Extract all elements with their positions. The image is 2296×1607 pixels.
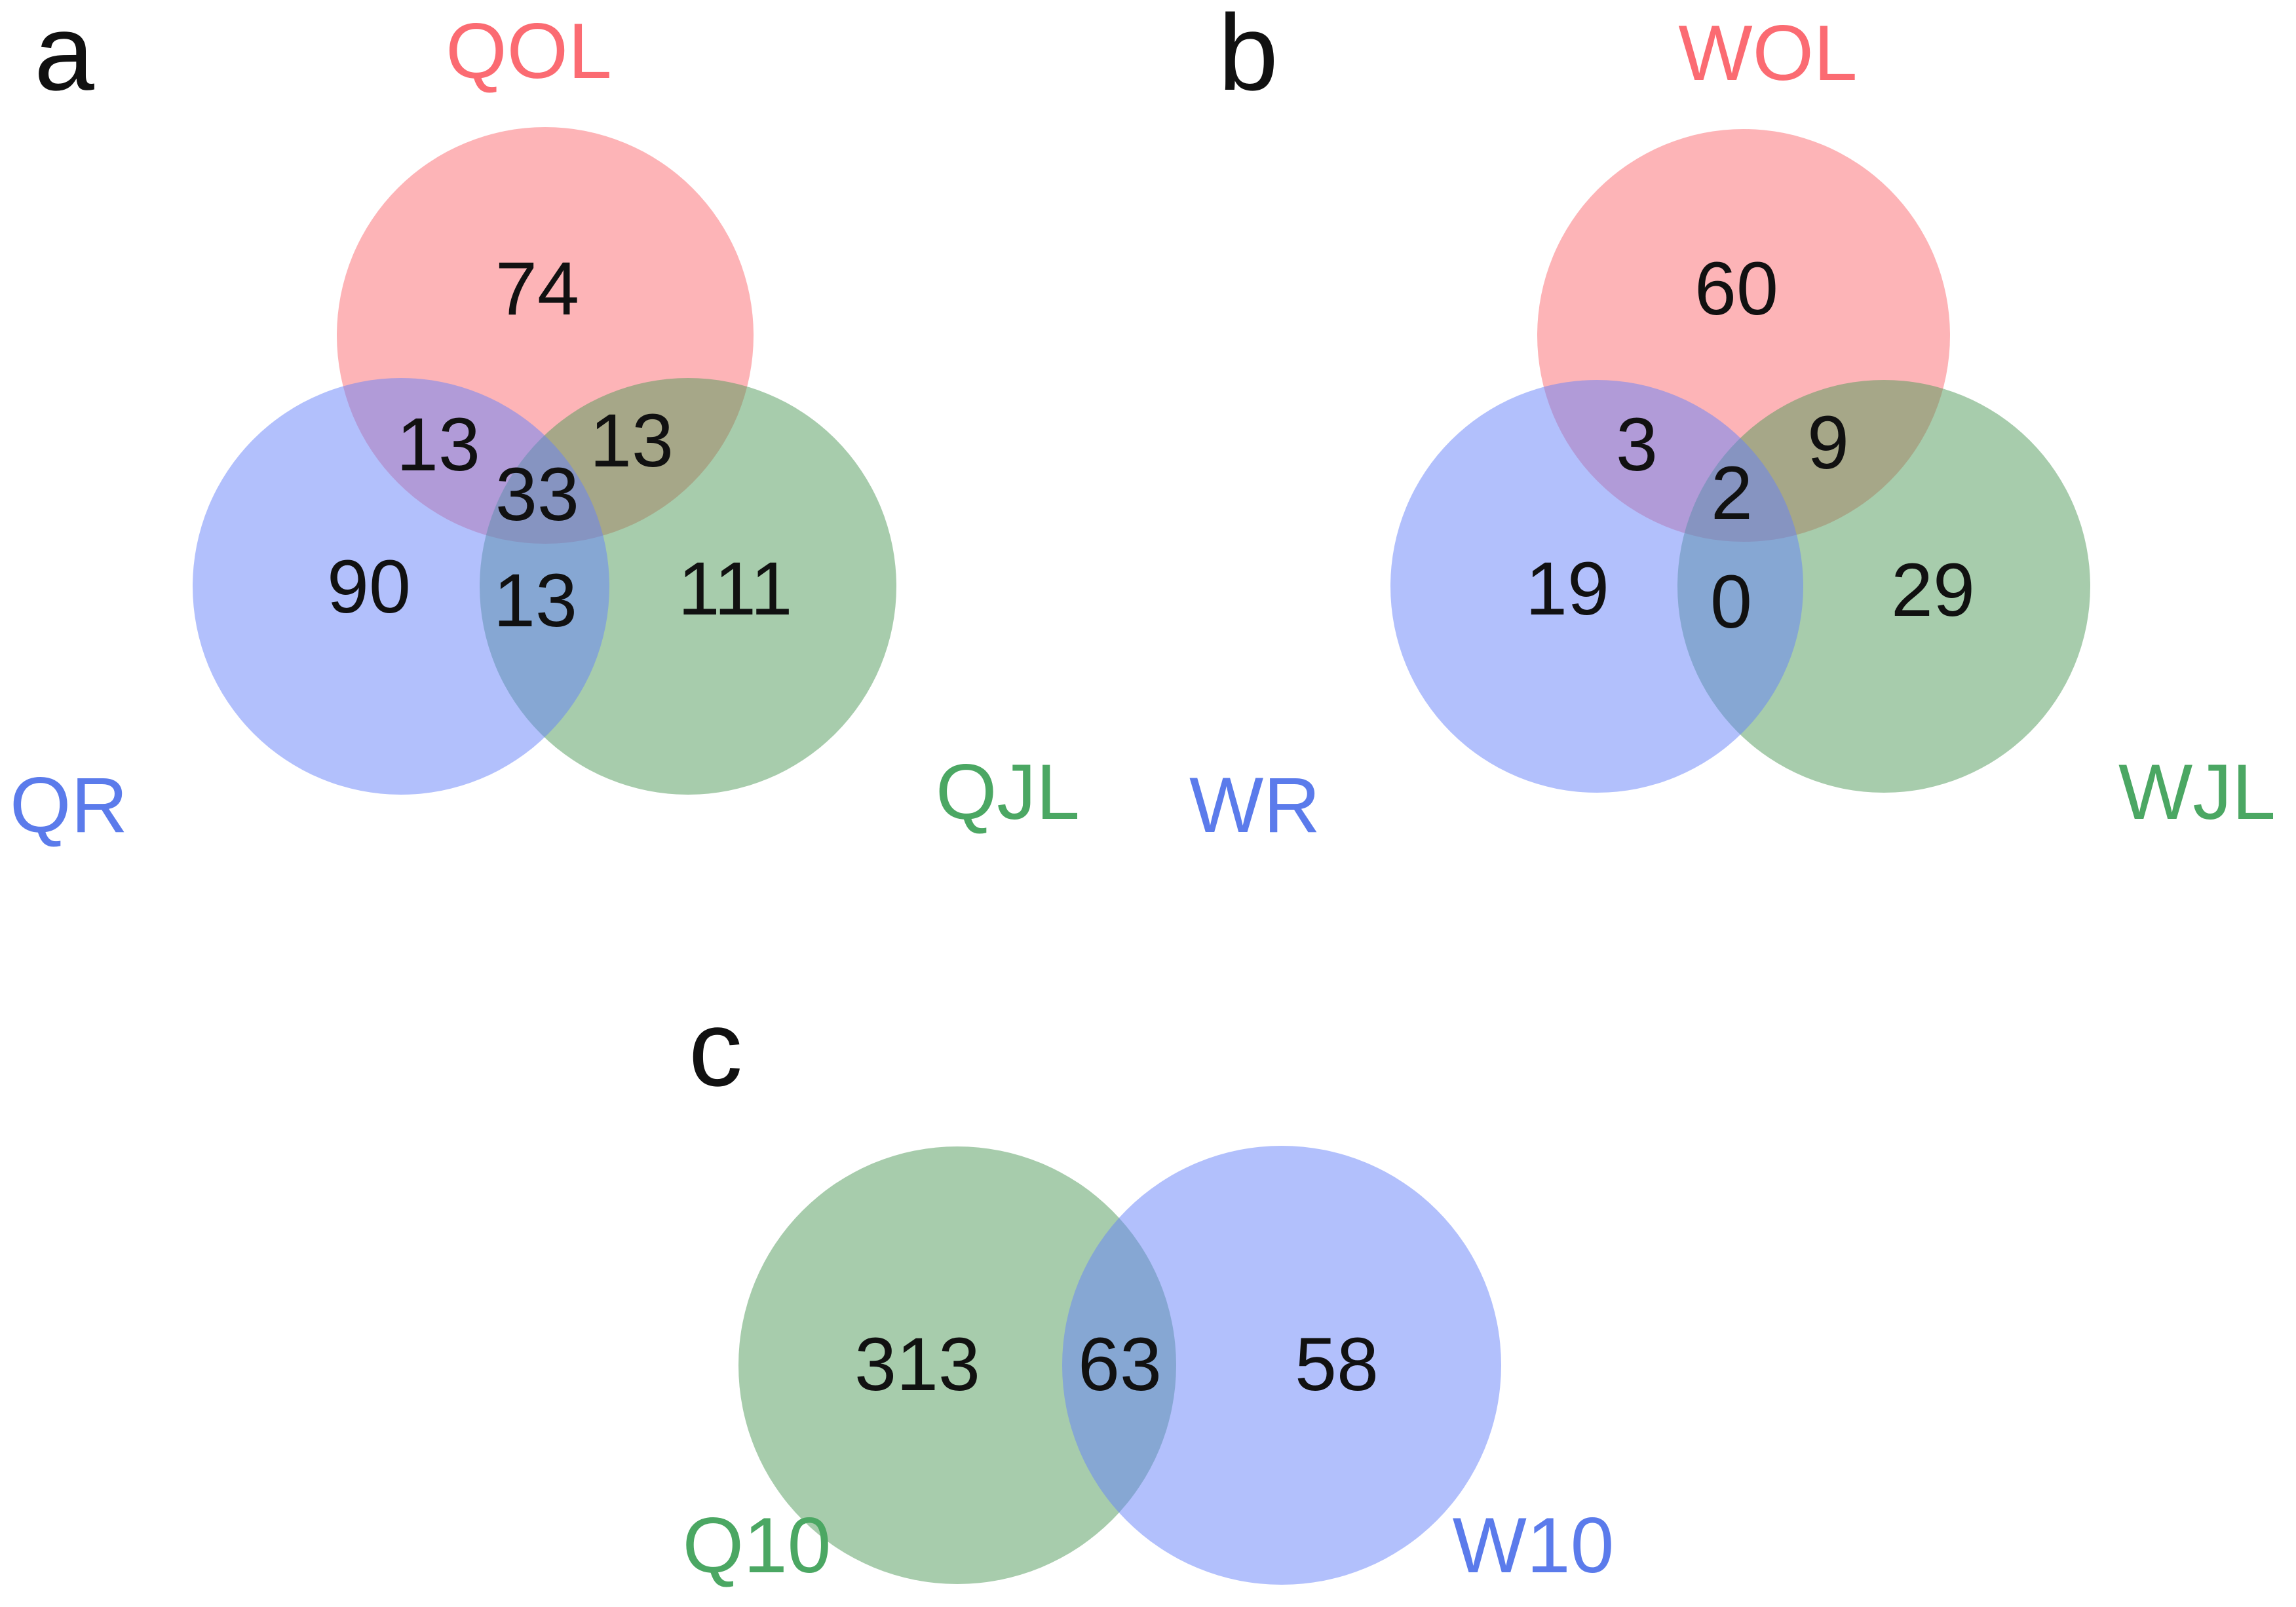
panel-a: a QOL QR QJL 74 13 13 33 90 13 111: [10, 0, 1080, 849]
panel-b-value-center: 2: [1711, 451, 1753, 535]
panel-a-value-center: 33: [495, 453, 579, 537]
panel-b-letter: b: [1218, 0, 1278, 113]
panel-c-value-w10-only: 58: [1295, 1323, 1379, 1407]
panel-a-qr-label: QR: [10, 761, 128, 849]
panel-c-value-overlap: 63: [1078, 1323, 1162, 1407]
panel-c-w10-label: W10: [1453, 1502, 1615, 1589]
panel-a-value-qol-qjl: 13: [590, 399, 674, 483]
panel-b-wjl-circle: [1677, 380, 2090, 793]
panel-b-wol-label: WOL: [1678, 9, 1857, 97]
panel-b-value-wr-wjl: 0: [1710, 560, 1752, 644]
panel-b-wr-circle: [1390, 380, 1803, 793]
panel-a-qol-label: QOL: [446, 7, 611, 95]
panel-a-value-qjl-only: 111: [678, 547, 793, 631]
panel-c-w10-circle: [1062, 1146, 1501, 1585]
panel-b-wjl-label: WJL: [2118, 748, 2276, 836]
panel-a-value-qol-qr: 13: [396, 403, 480, 487]
panel-a-letter: a: [34, 0, 94, 113]
panel-a-value-qr-qjl: 13: [493, 559, 577, 643]
panel-a-qr-circle: [193, 378, 609, 795]
panel-a-value-qol-only: 74: [495, 247, 579, 331]
panel-a-qjl-circle: [480, 378, 896, 795]
panel-a-qjl-label: QJL: [936, 748, 1080, 836]
panel-b: b WOL WR WJL 60 3 9 2 19 0 29: [1189, 0, 2276, 849]
panel-c-q10-label: Q10: [683, 1502, 832, 1589]
panel-c-value-q10-only: 313: [854, 1323, 980, 1407]
panel-b-value-wol-wr: 3: [1616, 403, 1658, 487]
panel-a-value-qr-only: 90: [327, 545, 411, 629]
panel-b-wr-label: WR: [1189, 761, 1320, 849]
panel-c: c Q10 W10 313 63 58: [683, 988, 1615, 1589]
panel-b-value-wr-only: 19: [1525, 547, 1609, 631]
panel-b-value-wol-only: 60: [1694, 247, 1778, 331]
panel-c-q10-circle: [738, 1146, 1176, 1584]
panel-c-letter: c: [689, 988, 743, 1108]
panel-b-value-wjl-only: 29: [1891, 548, 1975, 632]
panel-b-value-wol-wjl: 9: [1807, 401, 1849, 485]
